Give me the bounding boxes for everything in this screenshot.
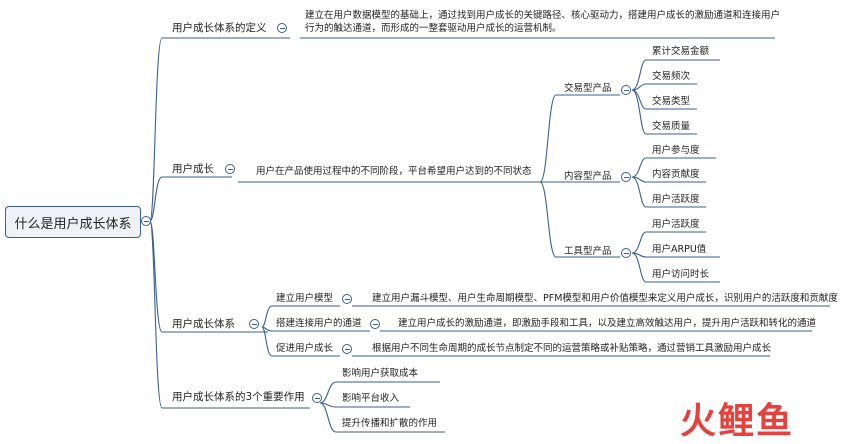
system-row-desc: 建立用户成长的激励通道，即激励手段和工具，以及建立高效触达用户，提升用户活跃和转…	[398, 318, 817, 329]
collapse-icon[interactable]	[225, 164, 235, 174]
definition-text-line1: 建立在用户数据模型的基础上，通过找到用户成长的关键路径、核心驱动力，搭建用户成长…	[305, 10, 781, 21]
growth-desc: 用户在产品使用过程中的不同阶段，平台希望用户达到的不同状态	[256, 166, 532, 177]
system-row-desc: 建立用户漏斗模型、用户生命周期模型、PFM模型和用户价值模型来定义用户成长，识别…	[372, 293, 838, 304]
root-label: 什么是用户成长体系	[14, 216, 132, 232]
collapse-icon[interactable]	[342, 294, 352, 304]
type-item[interactable]: 用户访问时长	[652, 269, 710, 280]
importance-item[interactable]: 提升传播和扩散的作用	[342, 418, 438, 429]
definition-text-line2: 行为的触达通道，而形成的一整套驱动用户成长的运营机制。	[305, 23, 562, 34]
importance-item[interactable]: 影响平台收入	[342, 393, 400, 404]
definition-node[interactable]: 用户成长体系的定义	[172, 22, 267, 34]
system-row-label[interactable]: 促进用户成长	[276, 343, 334, 354]
system-node[interactable]: 用户成长体系	[172, 318, 235, 330]
collapse-icon[interactable]	[277, 23, 287, 33]
watermark-logo: 火鲤鱼	[680, 401, 795, 442]
type-item[interactable]: 内容贡献度	[652, 169, 700, 180]
collapse-icon[interactable]	[141, 216, 151, 226]
collapse-icon[interactable]	[370, 319, 380, 329]
type-item[interactable]: 用户ARPU值	[652, 244, 707, 255]
collapse-icon[interactable]	[312, 393, 322, 403]
type-node[interactable]: 工具型产品	[564, 246, 612, 257]
type-item[interactable]: 累计交易金额	[652, 46, 710, 57]
system-row-label[interactable]: 搭建连接用户的通道	[276, 318, 362, 329]
importance-item[interactable]: 影响用户获取成本	[342, 368, 419, 379]
importance-node[interactable]: 用户成长体系的3个重要作用	[172, 391, 305, 403]
collapse-icon[interactable]	[621, 85, 631, 95]
collapse-icon[interactable]	[342, 344, 352, 354]
collapse-icon[interactable]	[621, 248, 631, 258]
type-item[interactable]: 交易类型	[652, 96, 691, 107]
system-row-label[interactable]: 建立用户模型	[276, 293, 334, 304]
type-node[interactable]: 交易型产品	[564, 83, 612, 94]
type-item[interactable]: 交易频次	[652, 71, 691, 82]
system-row-desc: 根据用户不同生命周期的成长节点制定不同的运营策略或补贴策略，通过营销工具激励用户…	[372, 343, 772, 354]
type-item[interactable]: 用户活跃度	[652, 194, 700, 205]
root-node[interactable]: 什么是用户成长体系	[5, 206, 141, 238]
type-item[interactable]: 交易质量	[652, 121, 691, 132]
growth-node[interactable]: 用户成长	[172, 163, 214, 175]
collapse-icon[interactable]	[249, 319, 259, 329]
type-item[interactable]: 用户活跃度	[652, 219, 700, 230]
type-item[interactable]: 用户参与度	[652, 145, 700, 156]
collapse-icon[interactable]	[621, 172, 631, 182]
type-node[interactable]: 内容型产品	[564, 171, 612, 182]
